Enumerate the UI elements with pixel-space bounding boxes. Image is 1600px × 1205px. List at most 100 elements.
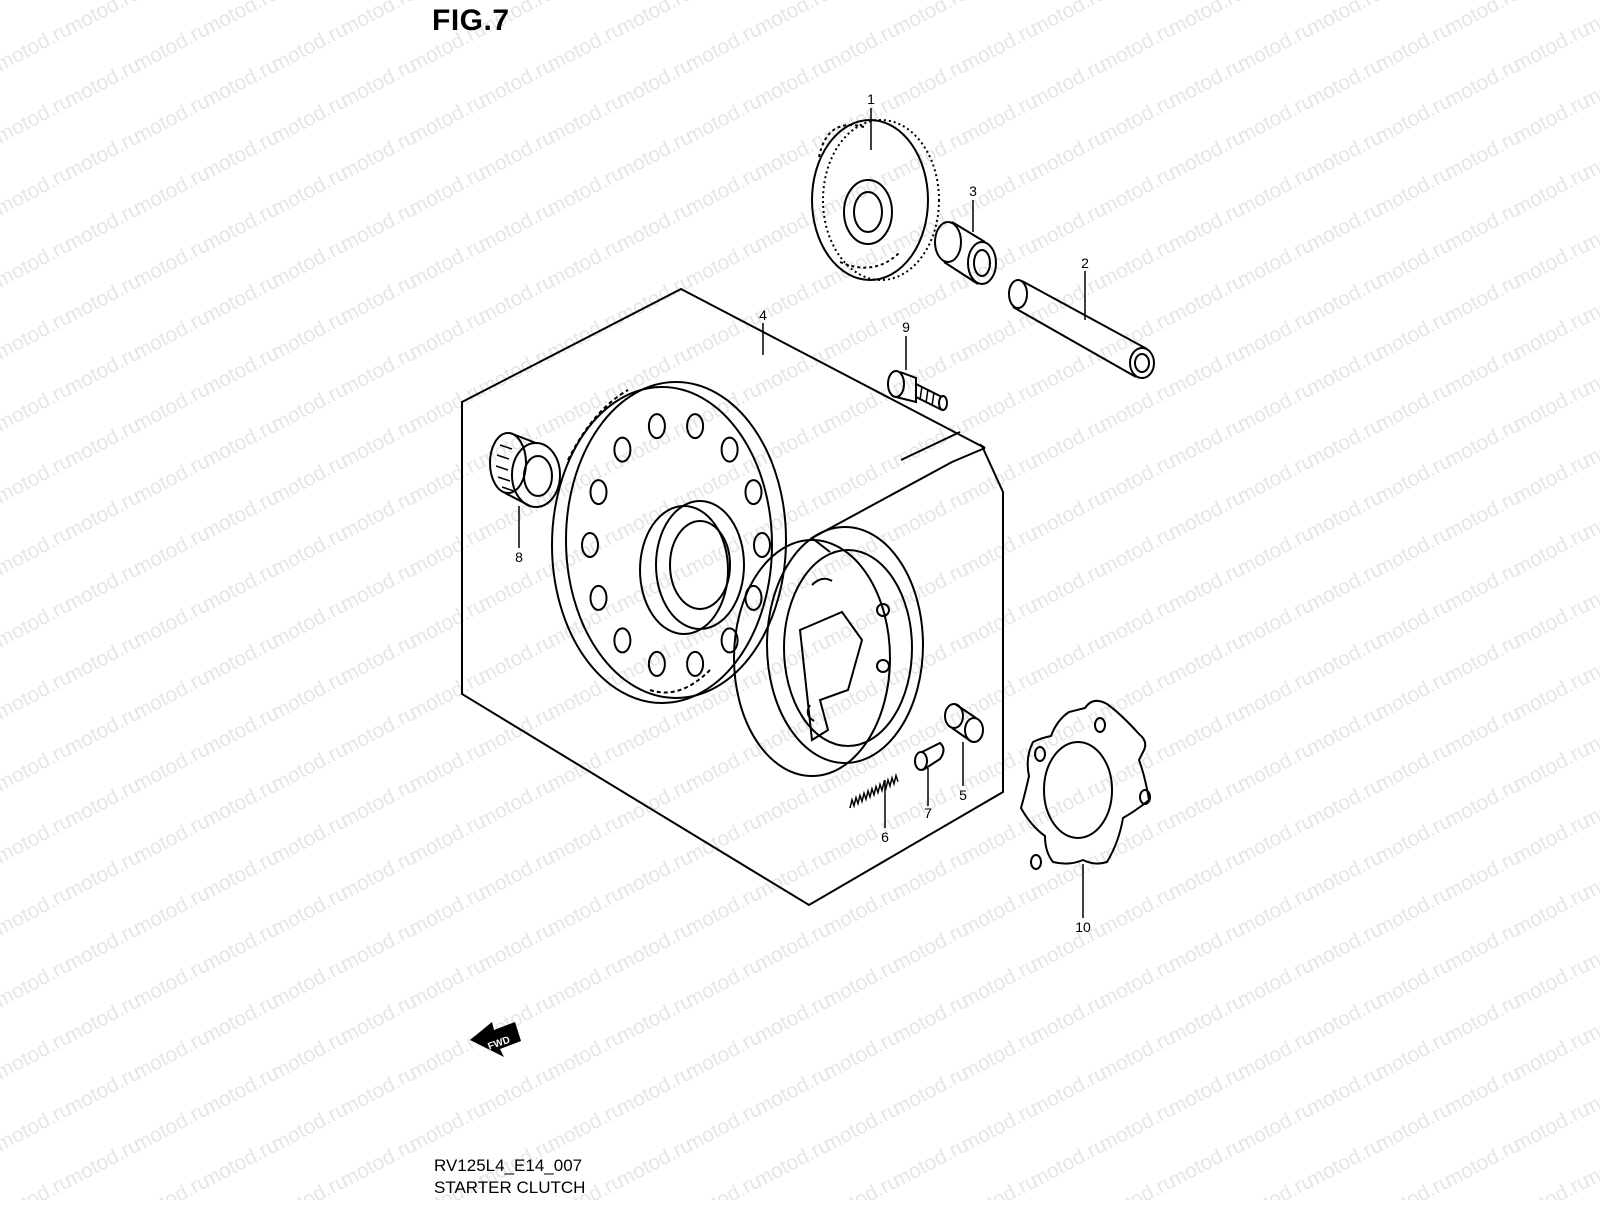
watermark-text: motod.ru: [268, 809, 352, 868]
watermark-text: motod.ru: [1027, 917, 1111, 976]
watermark-text: motod.ru: [199, 341, 283, 400]
idle-gear-icon[interactable]: [811, 119, 940, 281]
needle-bearing-icon[interactable]: [489, 432, 561, 508]
washer-icon[interactable]: [1019, 699, 1151, 870]
watermark-text: motod.ru: [1165, 773, 1249, 832]
watermark-text: motod.ru: [1234, 953, 1318, 1012]
ring-gear-icon[interactable]: [551, 381, 787, 704]
watermark-text: motod.ru: [958, 17, 1042, 76]
watermark-text: motod.ru: [1234, 1097, 1318, 1156]
watermark-text: motod.ru: [1303, 125, 1387, 184]
watermark-text: motod.ru: [1165, 485, 1249, 544]
watermark-text: motod.ru: [199, 773, 283, 832]
watermark-text: motod.ru: [1096, 161, 1180, 220]
watermark-text: motod.ru: [820, 17, 904, 76]
watermark-text: motod.ru: [61, 125, 145, 184]
watermark-text: motod.ru: [1372, 593, 1456, 652]
watermark-text: motod.ru: [1165, 557, 1249, 616]
watermark-text: motod.ru: [1027, 989, 1111, 1048]
figure-title: FIG.7: [432, 4, 510, 37]
watermark-text: motod.ru: [61, 197, 145, 256]
watermark-text: motod.ru: [751, 485, 835, 544]
watermark-text: motod.ru: [0, 953, 76, 1012]
roller-icon[interactable]: [944, 703, 984, 743]
watermark-text: motod.ru: [1096, 1025, 1180, 1084]
hole: [753, 532, 771, 558]
watermark-text: motod.ru: [268, 89, 352, 148]
watermark-text: motod.ru: [682, 89, 766, 148]
watermark-text: motod.ru: [958, 377, 1042, 436]
watermark-text: motod.ru: [958, 665, 1042, 724]
watermark-text: motod.ru: [820, 1097, 904, 1156]
watermark-text: motod.ru: [889, 917, 973, 976]
watermark-text: motod.ru: [0, 1169, 76, 1200]
watermark-text: motod.ru: [1510, 737, 1594, 796]
watermark-text: motod.ru: [613, 53, 697, 112]
watermark-text: motod.ru: [1096, 233, 1180, 292]
watermark-text: motod.ru: [820, 737, 904, 796]
callout-2: 2: [1081, 255, 1089, 271]
starter-clutch-assembly-icon[interactable]: [461, 287, 1004, 907]
watermark-text: motod.ru: [1441, 701, 1525, 760]
watermark-text: motod.ru: [1096, 953, 1180, 1012]
watermark-text: motod.ru: [889, 1133, 973, 1192]
watermark-text: motod.ru: [889, 557, 973, 616]
watermark-text: motod.ru: [1234, 737, 1318, 796]
watermark-text: motod.ru: [337, 629, 421, 688]
watermark-text: motod.ru: [1510, 521, 1594, 580]
watermark-text: motod.ru: [544, 665, 628, 724]
watermark-text: motod.ru: [1165, 1061, 1249, 1120]
bolt-icon[interactable]: [887, 370, 948, 411]
hole: [686, 413, 705, 440]
watermark-text: motod.ru: [958, 1169, 1042, 1200]
watermark-text: motod.ru: [1510, 449, 1594, 508]
watermark-text: motod.ru: [1234, 449, 1318, 508]
watermark-text: motod.ru: [1234, 809, 1318, 868]
watermark-text: motod.ru: [1303, 701, 1387, 760]
watermark-text: motod.ru: [130, 521, 214, 580]
watermark-text: motod.ru: [1165, 53, 1249, 112]
watermark-text: motod.ru: [1234, 1025, 1318, 1084]
watermark-text: motod.ru: [475, 557, 559, 616]
hole: [589, 584, 608, 611]
watermark-text: motod.ru: [1027, 413, 1111, 472]
watermark-text: motod.ru: [1234, 89, 1318, 148]
plunger-icon[interactable]: [914, 741, 945, 771]
watermark-text: motod.ru: [0, 881, 76, 940]
watermark-text: motod.ru: [958, 737, 1042, 796]
watermark-text: motod.ru: [0, 737, 76, 796]
clutch-housing-icon[interactable]: [733, 526, 924, 777]
watermark-text: motod.ru: [544, 1025, 628, 1084]
watermark-text: motod.ru: [1027, 341, 1111, 400]
callout-6: 6: [881, 829, 889, 845]
watermark-text: motod.ru: [0, 161, 76, 220]
watermark-text: motod.ru: [1303, 557, 1387, 616]
watermark-text: motod.ru: [613, 341, 697, 400]
watermark-text: motod.ru: [0, 377, 76, 436]
watermark-text: motod.ru: [820, 881, 904, 940]
watermark-text: motod.ru: [0, 305, 76, 364]
watermark-text: motod.ru: [751, 1133, 835, 1192]
watermark-text: motod.ru: [337, 269, 421, 328]
bushing-icon[interactable]: [934, 221, 997, 285]
watermark-text: motod.ru: [0, 665, 76, 724]
watermark-text: motod.ru: [544, 809, 628, 868]
callout-4: 4: [759, 307, 767, 323]
watermark-text: motod.ru: [1441, 1061, 1525, 1120]
watermark-text: motod.ru: [613, 1133, 697, 1192]
spring-icon[interactable]: [849, 772, 899, 809]
watermark-text: motod.ru: [613, 269, 697, 328]
watermark-text: motod.ru: [199, 125, 283, 184]
watermark-text: motod.ru: [751, 197, 835, 256]
watermark-text: motod.ru: [1372, 449, 1456, 508]
watermark-text: motod.ru: [1510, 593, 1594, 652]
watermark-text: motod.ru: [682, 953, 766, 1012]
watermark-text: motod.ru: [130, 665, 214, 724]
watermark-text: motod.ru: [958, 593, 1042, 652]
watermark-text: motod.ru: [130, 737, 214, 796]
watermark-text: motod.ru: [1510, 1169, 1594, 1200]
watermark-text: motod.ru: [406, 809, 490, 868]
watermark-text: motod.ru: [958, 89, 1042, 148]
watermark-text: motod.ru: [0, 593, 76, 652]
